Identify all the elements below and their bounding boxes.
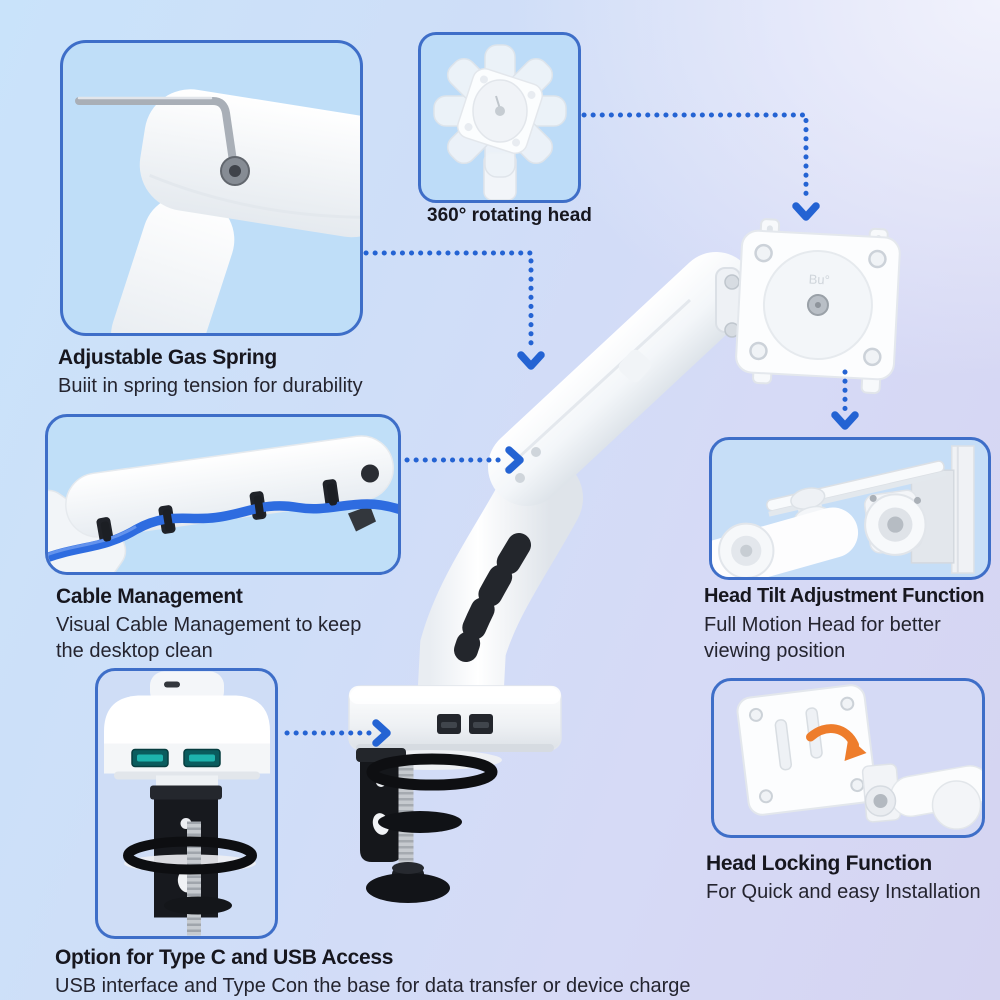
- arrow-rotating-head-to-plate: [581, 112, 820, 221]
- usb-access-description: USB interface and Type Con the base for …: [55, 975, 691, 997]
- head-lock-description: For Quick and easy Installation: [706, 881, 981, 903]
- usb-port: [437, 714, 461, 734]
- usb-port-tongue: [473, 722, 489, 728]
- usb-access-image: [104, 671, 270, 936]
- upper-arm: [488, 252, 755, 506]
- lower-arm: [418, 455, 583, 729]
- cable-management-callout: [45, 414, 401, 575]
- gas-spring-callout: [60, 40, 363, 336]
- head-lock-text: Head Locking Function For Quick and easy…: [706, 851, 981, 905]
- vesa-plate: Bu°: [735, 218, 901, 395]
- arrow-plate-to-head-tilt: [831, 369, 859, 430]
- blue-cable: [48, 499, 398, 563]
- head-tilt-text: Head Tilt Adjustment Function Full Motio…: [704, 584, 990, 664]
- desk-base: [348, 685, 562, 751]
- hinge-pin: [724, 322, 740, 338]
- screw: [531, 447, 541, 457]
- cable-management-image: [48, 435, 398, 572]
- rotating-head-callout: [418, 32, 581, 203]
- head-lock-title: Head Locking Function: [706, 852, 932, 875]
- cable-slots: [454, 533, 531, 662]
- head-hinge: [715, 267, 741, 333]
- head-lock-callout: [711, 678, 985, 838]
- rotating-head-image: [433, 44, 567, 200]
- arm-seam: [503, 298, 692, 472]
- usb-access-callout: [95, 668, 278, 939]
- head-tilt-description: Full Motion Head for better viewing posi…: [704, 614, 941, 662]
- cable-management-description: Visual Cable Management to keep the desk…: [56, 614, 362, 662]
- gas-spring-title: Adjustable Gas Spring: [58, 346, 277, 369]
- desk-clamp: [356, 748, 502, 903]
- rotating-head-label: 360° rotating head: [427, 205, 592, 226]
- svg-text:Bu°: Bu°: [808, 271, 830, 287]
- arrow-gas-spring-to-arm: [363, 250, 545, 370]
- base-bottom-edge: [356, 744, 554, 752]
- usb-access-text: Option for Type C and USB Access USB int…: [55, 945, 691, 999]
- head-tilt-image: [712, 445, 975, 577]
- cable-management-text: Cable Management Visual Cable Management…: [56, 584, 368, 664]
- hex-key: [75, 97, 237, 165]
- arrow-usb-to-base: [284, 719, 391, 747]
- cable-management-title: Cable Management: [56, 585, 243, 608]
- usb-port: [469, 714, 493, 734]
- gas-spring-closeup-image: [75, 89, 360, 333]
- gas-spring-text: Adjustable Gas Spring Buiit in spring te…: [58, 345, 363, 399]
- base-top-highlight: [349, 686, 561, 704]
- head-lock-image: [736, 684, 982, 830]
- arm-cable-hook: [618, 349, 652, 383]
- gas-spring-description: Buiit in spring tension for durability: [58, 375, 363, 397]
- usb-access-title: Option for Type C and USB Access: [55, 946, 394, 969]
- usb-port-tongue: [441, 722, 457, 728]
- hinge-pin: [724, 274, 740, 290]
- screw: [515, 473, 525, 483]
- head-tilt-callout: [709, 437, 991, 580]
- head-tilt-title: Head Tilt Adjustment Function: [704, 585, 985, 607]
- arrow-cable-to-arm: [404, 446, 524, 474]
